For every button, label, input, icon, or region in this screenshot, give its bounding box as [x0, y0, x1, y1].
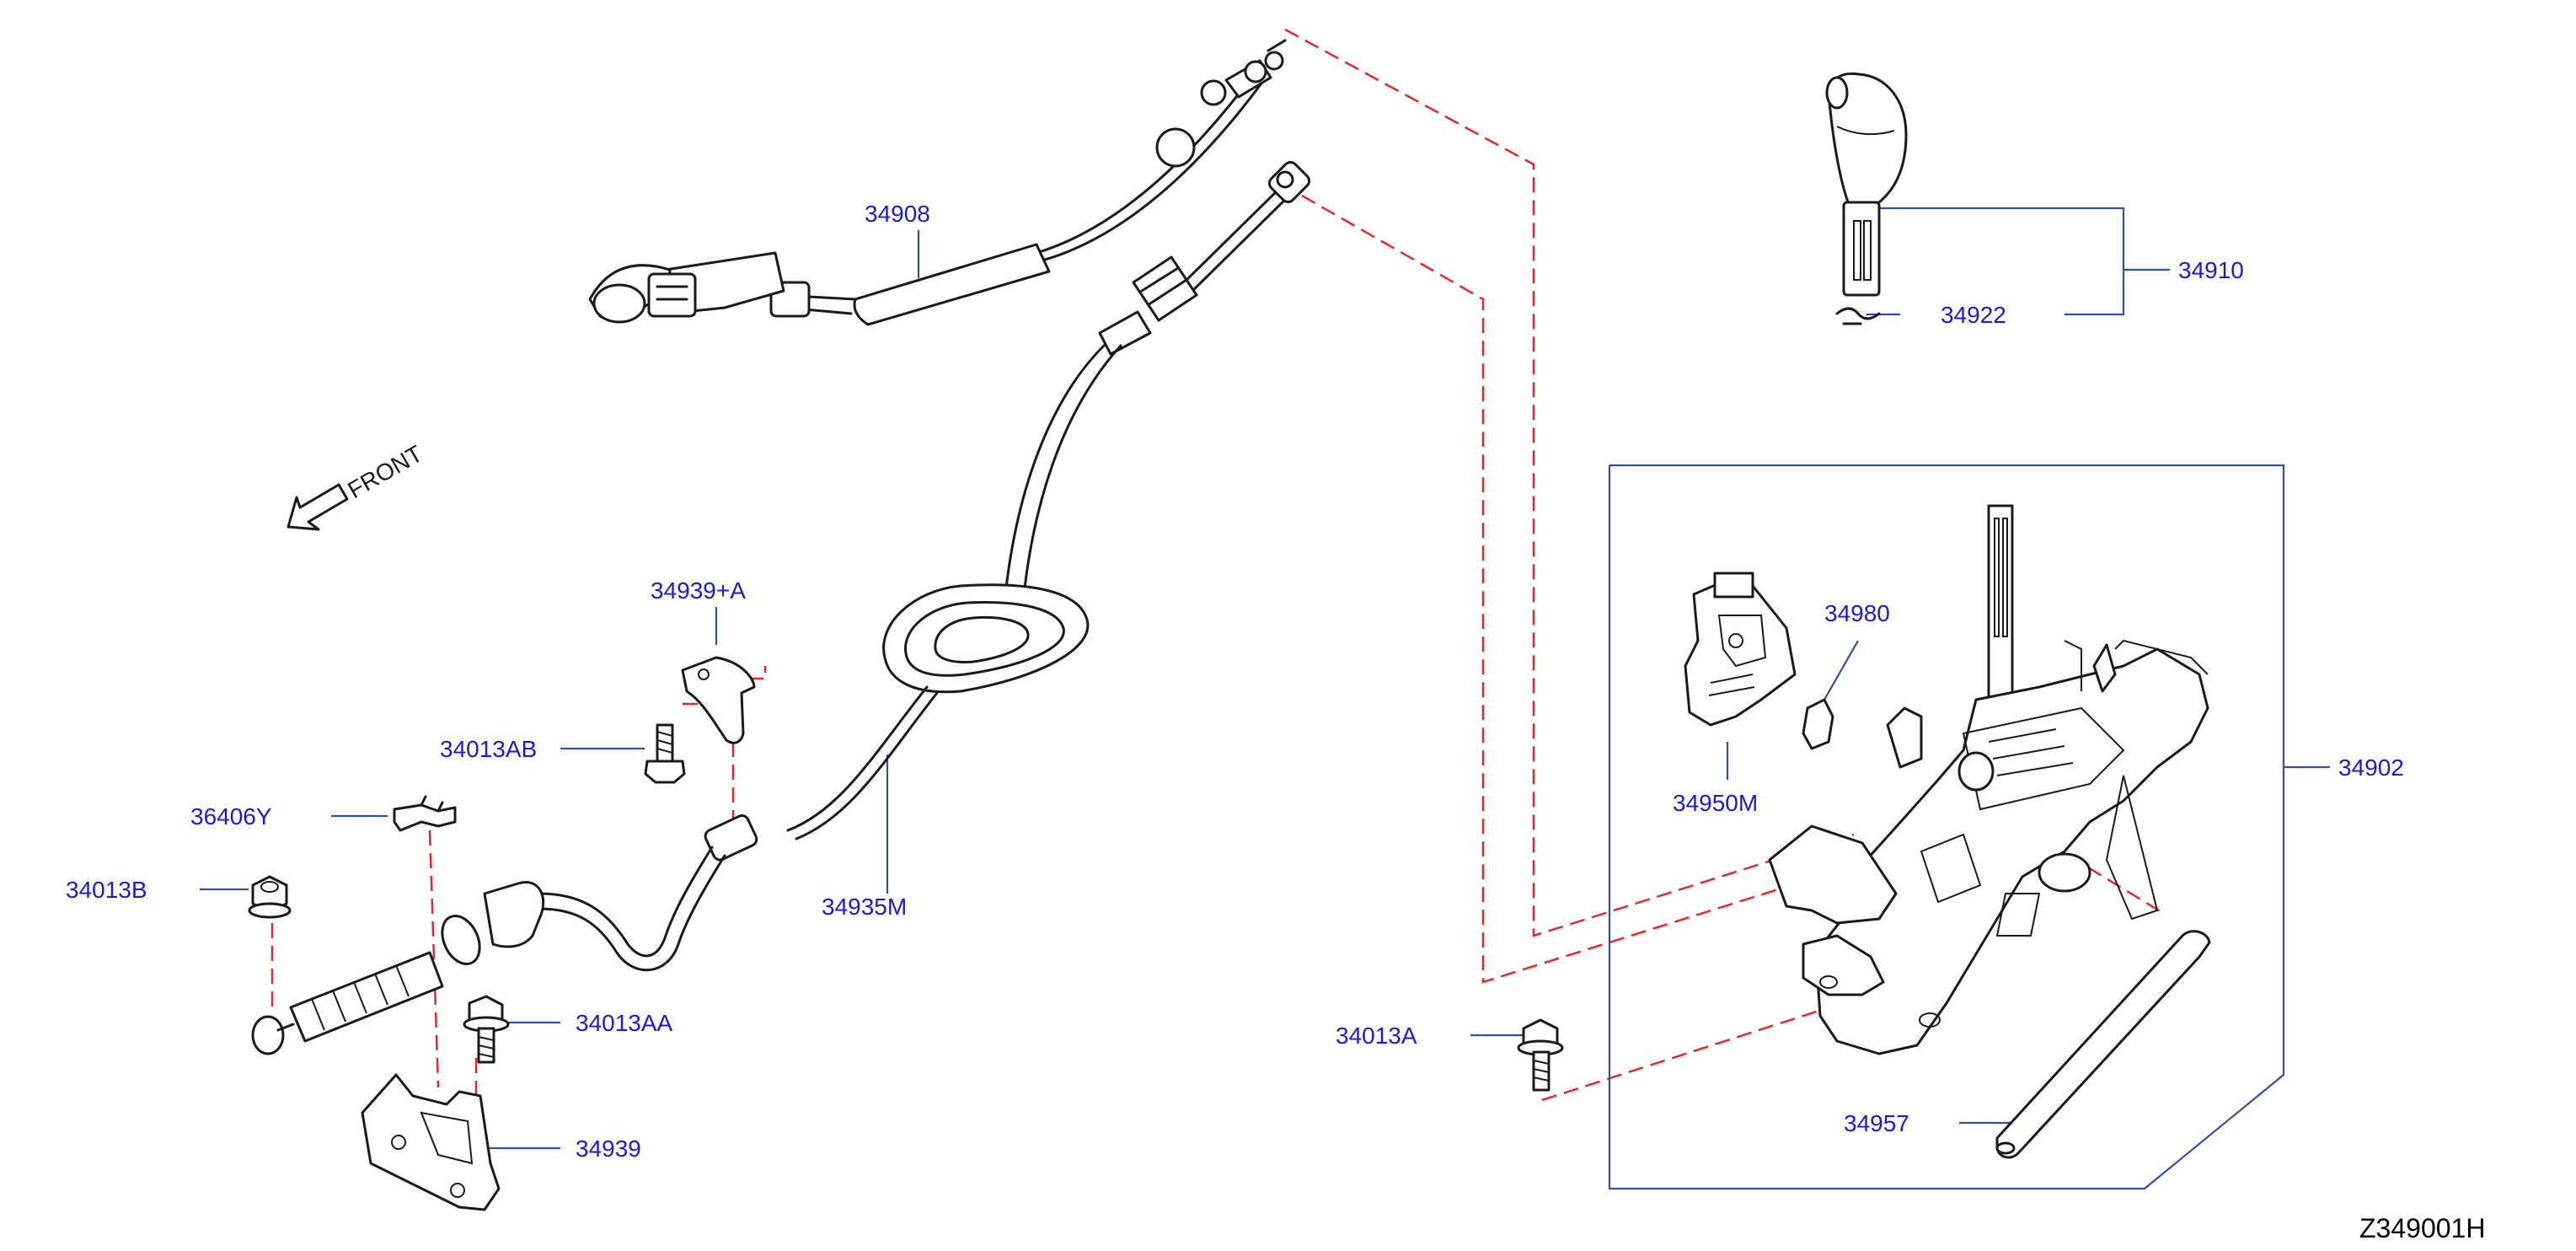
label-34902: 34902 — [2338, 754, 2404, 781]
label-34939A: 34939+A — [651, 577, 746, 604]
label-34908: 34908 — [865, 201, 930, 227]
boot-bellows — [289, 951, 444, 1043]
nut-34013B — [248, 875, 292, 919]
clip-36406Y — [393, 795, 457, 832]
front-arrow-icon — [287, 483, 349, 531]
front-label: FRONT — [344, 440, 427, 503]
label-34939: 34939 — [576, 1136, 641, 1162]
cable-34935M — [251, 160, 1311, 1055]
bolt-34013AA — [463, 995, 510, 1064]
switch-34980 — [1802, 698, 1834, 750]
leader-lines — [200, 207, 2330, 1190]
pin-34957 — [1995, 930, 2211, 1159]
shifter-assembly-34902 — [1768, 504, 2209, 1055]
label-34013A: 34013A — [1336, 1023, 1417, 1049]
dash-34939A-bolt — [683, 666, 767, 706]
label-34957: 34957 — [1844, 1110, 1909, 1136]
bolt-34013AB — [644, 723, 686, 784]
bracket-34939A — [681, 656, 756, 744]
dash-34935M-route — [1301, 194, 1846, 984]
label-34935M: 34935M — [822, 894, 907, 920]
front-direction-indicator: FRONT — [287, 440, 427, 531]
part-labels: 34908 34910 34922 34939+A 34980 34013AB … — [66, 201, 2404, 1162]
clip-34922-icon — [1835, 307, 1881, 325]
module-34950M — [1684, 572, 1797, 727]
label-34922: 34922 — [1941, 302, 2006, 328]
label-34910: 34910 — [2178, 257, 2244, 283]
label-34013B: 34013B — [66, 877, 147, 903]
bracket-34939 — [361, 1073, 501, 1211]
label-34980: 34980 — [1824, 600, 1890, 626]
shift-knob-34910 — [1825, 72, 1908, 325]
label-34013AA: 34013AA — [576, 1010, 673, 1036]
leader-34902-frame — [1608, 464, 2285, 1190]
label-36406Y: 36406Y — [190, 803, 272, 830]
leader-34910 — [1875, 207, 2125, 316]
dash-34908-route — [1284, 28, 1855, 937]
leader-34980 — [1824, 640, 1859, 701]
diagram-reference-code: Z349001H — [2359, 1213, 2485, 1243]
cable-34908 — [588, 39, 1287, 326]
dash-36406Y-clip — [428, 830, 440, 1088]
bolt-34013A — [1517, 1018, 1564, 1092]
label-34950M: 34950M — [1673, 790, 1758, 816]
label-34013AB: 34013AB — [440, 736, 537, 762]
